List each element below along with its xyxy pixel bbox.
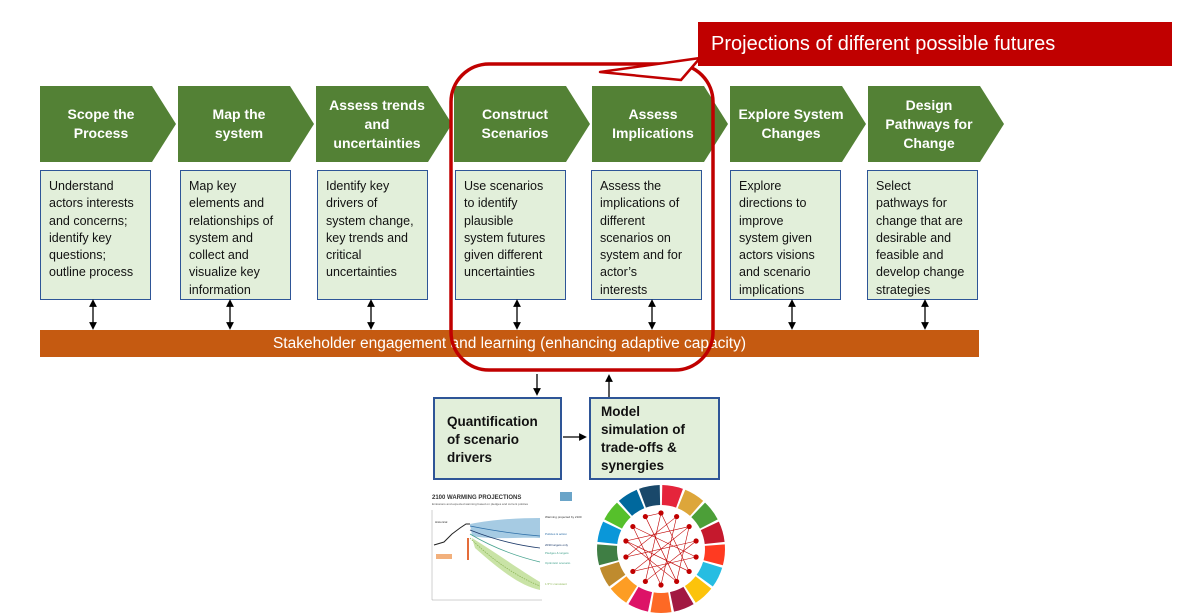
sdg-link [632, 556, 697, 572]
pledge-line [469, 529, 541, 549]
warming-chart-title: 2100 WARMING PROJECTIONS [432, 495, 521, 501]
warming-projections-thumbnail: 2100 WARMING PROJECTIONS Emissions and e… [420, 490, 584, 608]
sdg-segment [661, 485, 683, 508]
callout-text: Projections of different possible future… [711, 32, 1056, 55]
chart-marker [467, 538, 469, 560]
step-description-map: Map key elements and relationships of sy… [180, 170, 291, 300]
sdg-segment [691, 502, 718, 529]
step-title-design: Design Pathways for Change [885, 96, 973, 151]
step-description-design: Select pathways for change that are desi… [867, 170, 978, 300]
side-label: Pledges & targets [545, 551, 569, 555]
chart-logo [560, 492, 572, 501]
sdg-segment [684, 576, 712, 603]
sdg-node [658, 582, 664, 588]
sdg-segment [700, 521, 725, 545]
sdg-link [676, 526, 690, 582]
step-title-trends: Assess trends and uncertainties [329, 96, 425, 151]
sdg-node [693, 538, 699, 544]
optimistic-line [469, 533, 541, 563]
sdg-link [645, 512, 662, 517]
sdg-link [645, 512, 662, 582]
chevron-shape [178, 86, 314, 162]
sdg-node [686, 568, 692, 575]
sdg-node [674, 513, 680, 520]
step-chevron-map: Map the system [178, 86, 314, 162]
sdg-segment [597, 521, 622, 545]
sdg-segment [696, 561, 723, 587]
step-description-explore: Explore directions to improve system giv… [730, 170, 841, 300]
chevron-shape [868, 86, 1004, 162]
step-description-scope: Understand actors interests and concerns… [40, 170, 151, 300]
step-title-scope: Scope the Process [67, 106, 135, 141]
sdg-link [632, 526, 697, 558]
historical-line [433, 523, 470, 546]
sdg-wheel-thumbnail [597, 485, 725, 613]
step-title-map: Map the system [212, 106, 266, 141]
consistent-line [469, 537, 541, 587]
callout-box: Projections of different possible future… [698, 22, 1172, 66]
sdg-node [630, 523, 636, 530]
sdg-node [686, 523, 692, 530]
sdg-segment [639, 485, 661, 508]
sdg-node [674, 578, 680, 585]
sdg-node [642, 513, 648, 520]
model-simulation-box: Model simulation of trade-offs & synergi… [589, 397, 720, 480]
chart-annotation-box [436, 554, 452, 559]
chevron-shape [316, 86, 452, 162]
sdg-segment [599, 561, 626, 587]
step-chevron-design: Design Pathways for Change [868, 86, 1004, 162]
side-label: 2030 targets only [545, 543, 569, 547]
sdg-link [625, 540, 690, 572]
sdg-node [623, 538, 629, 544]
side-label: Historical [435, 520, 448, 524]
sdg-node [693, 554, 699, 560]
thumbnail-background [420, 490, 584, 608]
optimistic-band [472, 538, 540, 590]
sdg-segment [618, 489, 645, 516]
sdg-node [623, 554, 629, 560]
sdg-link [660, 516, 677, 586]
sdg-node [642, 578, 648, 585]
step-chevron-trends: Assess trends and uncertainties [316, 86, 452, 162]
sdg-segment [610, 576, 638, 603]
sdg-segment [597, 544, 619, 566]
side-label: Optimistic scenario [545, 561, 571, 565]
sdg-node [658, 510, 664, 516]
sdg-link [625, 516, 677, 558]
sdg-segment [650, 592, 672, 613]
sdg-node [630, 568, 636, 575]
step-title-explore: Explore System Changes [738, 106, 844, 141]
sdg-link [625, 526, 690, 542]
side-label: Policies & action [545, 532, 567, 536]
step-chevron-scope: Scope the Process [40, 86, 176, 162]
step-description-trends: Identify key drivers of system change, k… [317, 170, 428, 300]
chevron-shape [40, 86, 176, 162]
side-label: 1.5°C consistent [545, 582, 567, 586]
sdg-segment [604, 502, 631, 529]
sdg-link [660, 512, 690, 572]
sdg-segment [669, 586, 694, 612]
sdg-segment [677, 489, 704, 516]
sdg-segment [628, 586, 653, 612]
policy-band [470, 518, 540, 539]
warming-chart-subtitle: Emissions and expected warming based on … [432, 502, 529, 506]
sdg-link [632, 526, 662, 586]
sdg-segment [703, 544, 725, 566]
chevron-shape [730, 86, 866, 162]
quantification-box: Quantification of scenario drivers [433, 397, 562, 480]
sdg-link [645, 516, 677, 582]
sdg-wheel [597, 485, 725, 613]
step-chevron-explore: Explore System Changes [730, 86, 866, 162]
policy-line [469, 525, 541, 537]
sdg-link [625, 540, 677, 582]
sdg-link [645, 540, 697, 582]
side-label: Warming projected by 2100 [545, 515, 582, 519]
